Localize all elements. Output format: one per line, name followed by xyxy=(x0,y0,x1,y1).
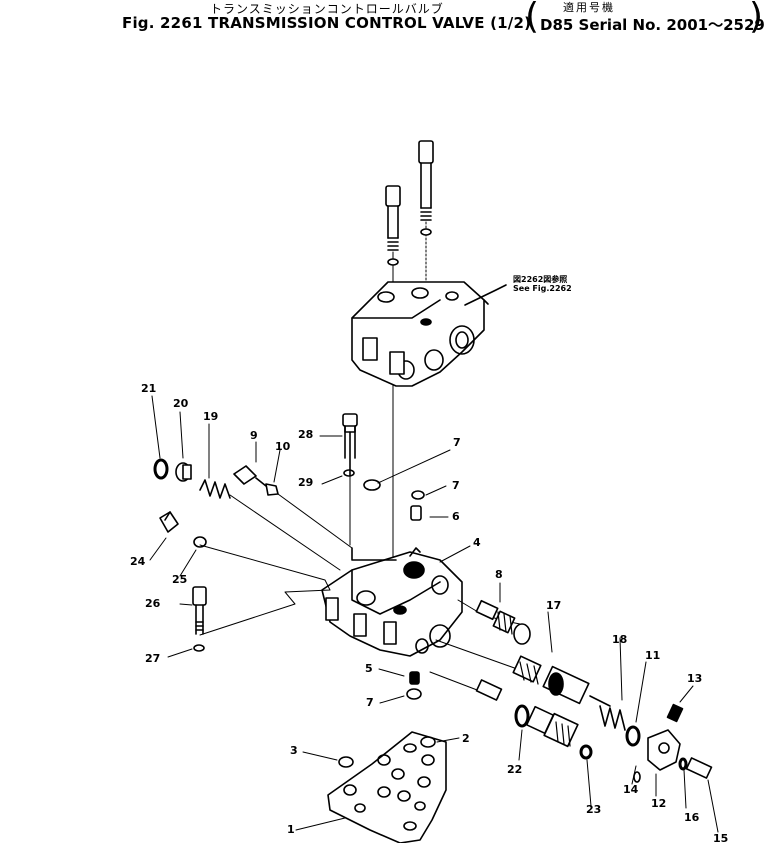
serial-close-paren: ) xyxy=(749,0,764,37)
bolt-26 xyxy=(192,586,207,635)
long-bolt-right xyxy=(418,140,434,331)
callout-8: 8 xyxy=(495,568,503,581)
cover-12 xyxy=(647,729,681,771)
callout-18: 18 xyxy=(612,633,628,646)
spring-19 xyxy=(199,479,341,571)
callout-20: 20 xyxy=(173,397,189,410)
spring-18 xyxy=(599,705,626,731)
serial-range: D85 Serial No. 2001～2529 xyxy=(540,16,765,34)
upper-valve-body xyxy=(351,281,507,387)
bolt-28 xyxy=(342,413,358,459)
base-plate xyxy=(327,731,447,843)
callout-2: 2 xyxy=(462,732,470,745)
callout-7b: 7 xyxy=(452,479,460,492)
spool-22 xyxy=(429,671,579,748)
serial-open-paren: ( xyxy=(525,0,540,37)
main-valve-body xyxy=(321,547,463,657)
leader-lines xyxy=(149,395,719,833)
title-japanese: トランスミッションコントロールバルブ xyxy=(210,2,444,16)
callout-5: 5 xyxy=(365,662,373,675)
callout-7c: 7 xyxy=(366,696,374,709)
callout-29: 29 xyxy=(298,476,314,489)
callout-15: 15 xyxy=(713,832,729,843)
figure-title: Fig. 2261 TRANSMISSION CONTROL VALVE (1/… xyxy=(122,14,532,32)
reference-note-jp: 図2262図参照 xyxy=(513,275,568,284)
part-13 xyxy=(666,703,684,723)
callout-23: 23 xyxy=(586,803,602,816)
callout-17: 17 xyxy=(546,599,562,612)
stopper-9 xyxy=(233,465,267,487)
nut-10 xyxy=(265,483,397,561)
callout-19: 19 xyxy=(203,410,219,423)
callout-11: 11 xyxy=(645,649,661,662)
callout-21: 21 xyxy=(141,382,157,395)
callout-14: 14 xyxy=(623,783,639,796)
callout-10: 10 xyxy=(275,440,291,453)
callout-6: 6 xyxy=(452,510,460,523)
piston-20 xyxy=(175,462,192,482)
callout-28: 28 xyxy=(298,428,314,441)
plug-15 xyxy=(685,757,713,779)
o-rings-and-washers xyxy=(153,458,688,783)
plug-25 xyxy=(193,536,331,636)
callout-12: 12 xyxy=(651,797,667,810)
callout-9: 9 xyxy=(250,429,258,442)
callout-22: 22 xyxy=(507,763,523,776)
callout-4: 4 xyxy=(473,536,481,549)
callout-16: 16 xyxy=(684,811,700,824)
callout-13: 13 xyxy=(687,672,703,685)
serial-label-japanese: 適用号機 xyxy=(563,1,615,14)
callout-7a: 7 xyxy=(453,436,461,449)
callout-24: 24 xyxy=(130,555,146,568)
spool-17 xyxy=(435,639,611,707)
callout-26: 26 xyxy=(145,597,161,610)
reference-note: 図2262図参照 See Fig.2262 xyxy=(513,275,572,293)
callout-27: 27 xyxy=(145,652,161,665)
elbow-24 xyxy=(159,511,179,533)
reference-note-en: See Fig.2262 xyxy=(513,284,572,293)
callout-25: 25 xyxy=(172,573,188,586)
callout-3: 3 xyxy=(290,744,298,757)
callout-1: 1 xyxy=(287,823,295,836)
spool-8 xyxy=(457,599,531,645)
